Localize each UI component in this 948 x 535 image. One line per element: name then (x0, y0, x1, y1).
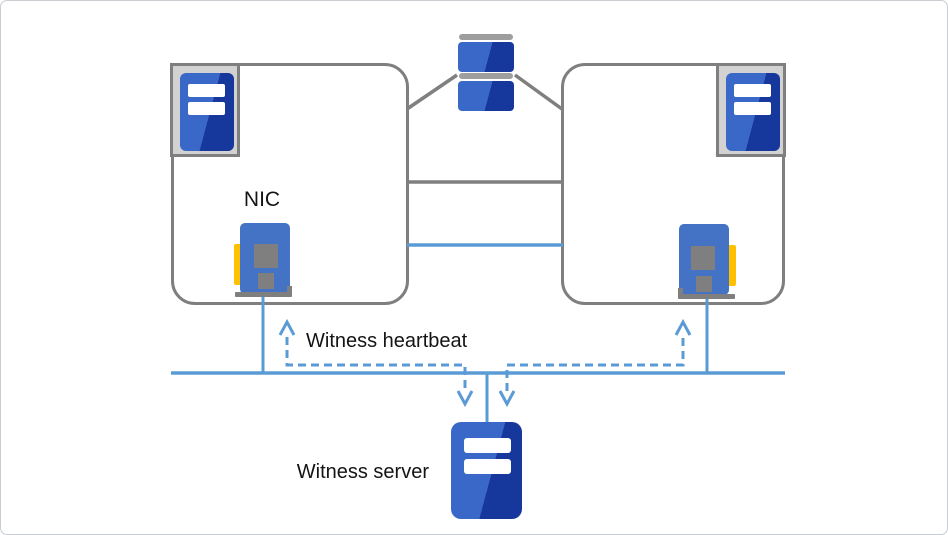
storage-link-left-line (406, 73, 458, 111)
storage-platter-body (458, 42, 514, 72)
server-icon-right-node (716, 63, 786, 157)
nic-chip (696, 276, 712, 292)
nic-chip (258, 273, 274, 289)
heartbeat-arrow-up-right-icon (674, 318, 692, 336)
server-slot (734, 102, 771, 115)
server-slot (464, 459, 511, 474)
nic-icon-right (678, 224, 736, 304)
storage-platter-bar (459, 34, 513, 40)
storage-platter-body (458, 81, 514, 111)
witness-server-label: Witness server (296, 461, 429, 483)
nic-label: NIC (243, 188, 281, 211)
nic-icon-left (234, 223, 292, 303)
server-slot (188, 102, 225, 115)
heartbeat-arrow-up-left-icon (278, 318, 296, 336)
server-slot (734, 84, 771, 97)
nic-bracket-tab (287, 286, 292, 293)
server-icon-left-node (170, 63, 240, 157)
server-slot (188, 84, 225, 97)
storage-link-right-line (513, 73, 564, 111)
witness-server-icon (451, 422, 522, 519)
nic-bracket-tab (678, 288, 683, 295)
heartbeat-arrow-down-right-icon (498, 390, 516, 408)
server-slot (464, 438, 511, 453)
nic-bracket (235, 292, 292, 297)
heartbeat-arrow-down-left-icon (456, 390, 474, 408)
heartbeat-dashed-path-left (285, 337, 467, 391)
nic-chip (254, 244, 278, 268)
heartbeat-dashed-path-right (505, 337, 685, 391)
shared-storage-icon (458, 34, 514, 111)
server-body (726, 73, 780, 151)
nic-bracket (678, 294, 735, 299)
nic-port (234, 244, 242, 285)
storage-platter-bar (459, 73, 513, 79)
nic-chip (691, 246, 715, 270)
nic-port (728, 245, 736, 286)
server-body (180, 73, 234, 151)
witness-heartbeat-label: Witness heartbeat (306, 330, 468, 352)
